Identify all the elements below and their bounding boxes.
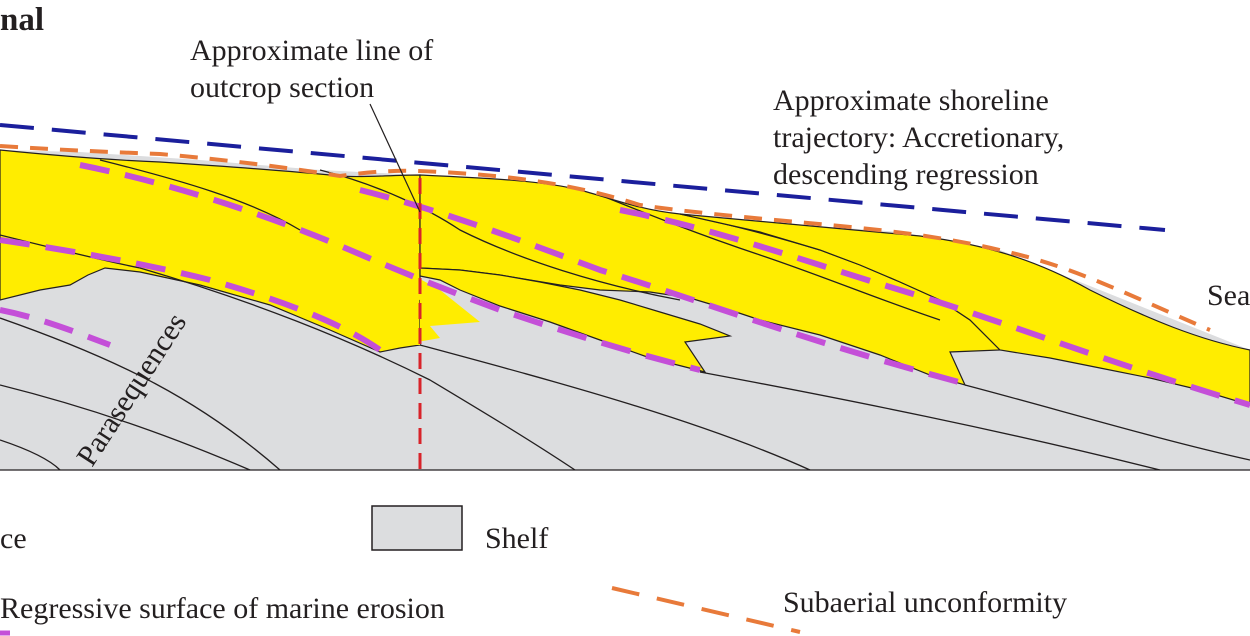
sea-label: Sea [1207,279,1250,312]
outcrop-leader-line [369,103,421,213]
shoreline-label-line1: Approximate shoreline [773,84,1049,117]
legend-shelf-label: Shelf [485,522,548,555]
shoreline-trajectory-line [0,123,1166,232]
cross-section [0,103,1250,471]
legend-subaerial-swatch [611,586,801,634]
regressive-surfaces [0,162,1250,408]
bedding-lines [0,159,1250,471]
sand-wedge-5 [300,230,480,345]
title-fragment: nal [0,2,44,38]
legend-subaerial-label: Subaerial unconformity [783,586,1067,619]
shoreline-label-line2: trajectory: Accretionary, [773,121,1064,154]
sand-wedge-4 [419,267,733,373]
legend-left-fragment: ce [0,522,27,555]
outcrop-label-line2: outcrop section [190,71,374,104]
shoreline-label-line3: descending regression [773,158,1039,191]
legend: ce Shelf Regressive surface of marine er… [0,505,1067,636]
subaerial-unconformity-line [0,144,1211,332]
legend-regressive-label: Regressive surface of marine erosion [0,592,445,625]
legend-shelf-swatch [371,505,463,551]
outcrop-label-line1: Approximate line of [190,34,433,67]
